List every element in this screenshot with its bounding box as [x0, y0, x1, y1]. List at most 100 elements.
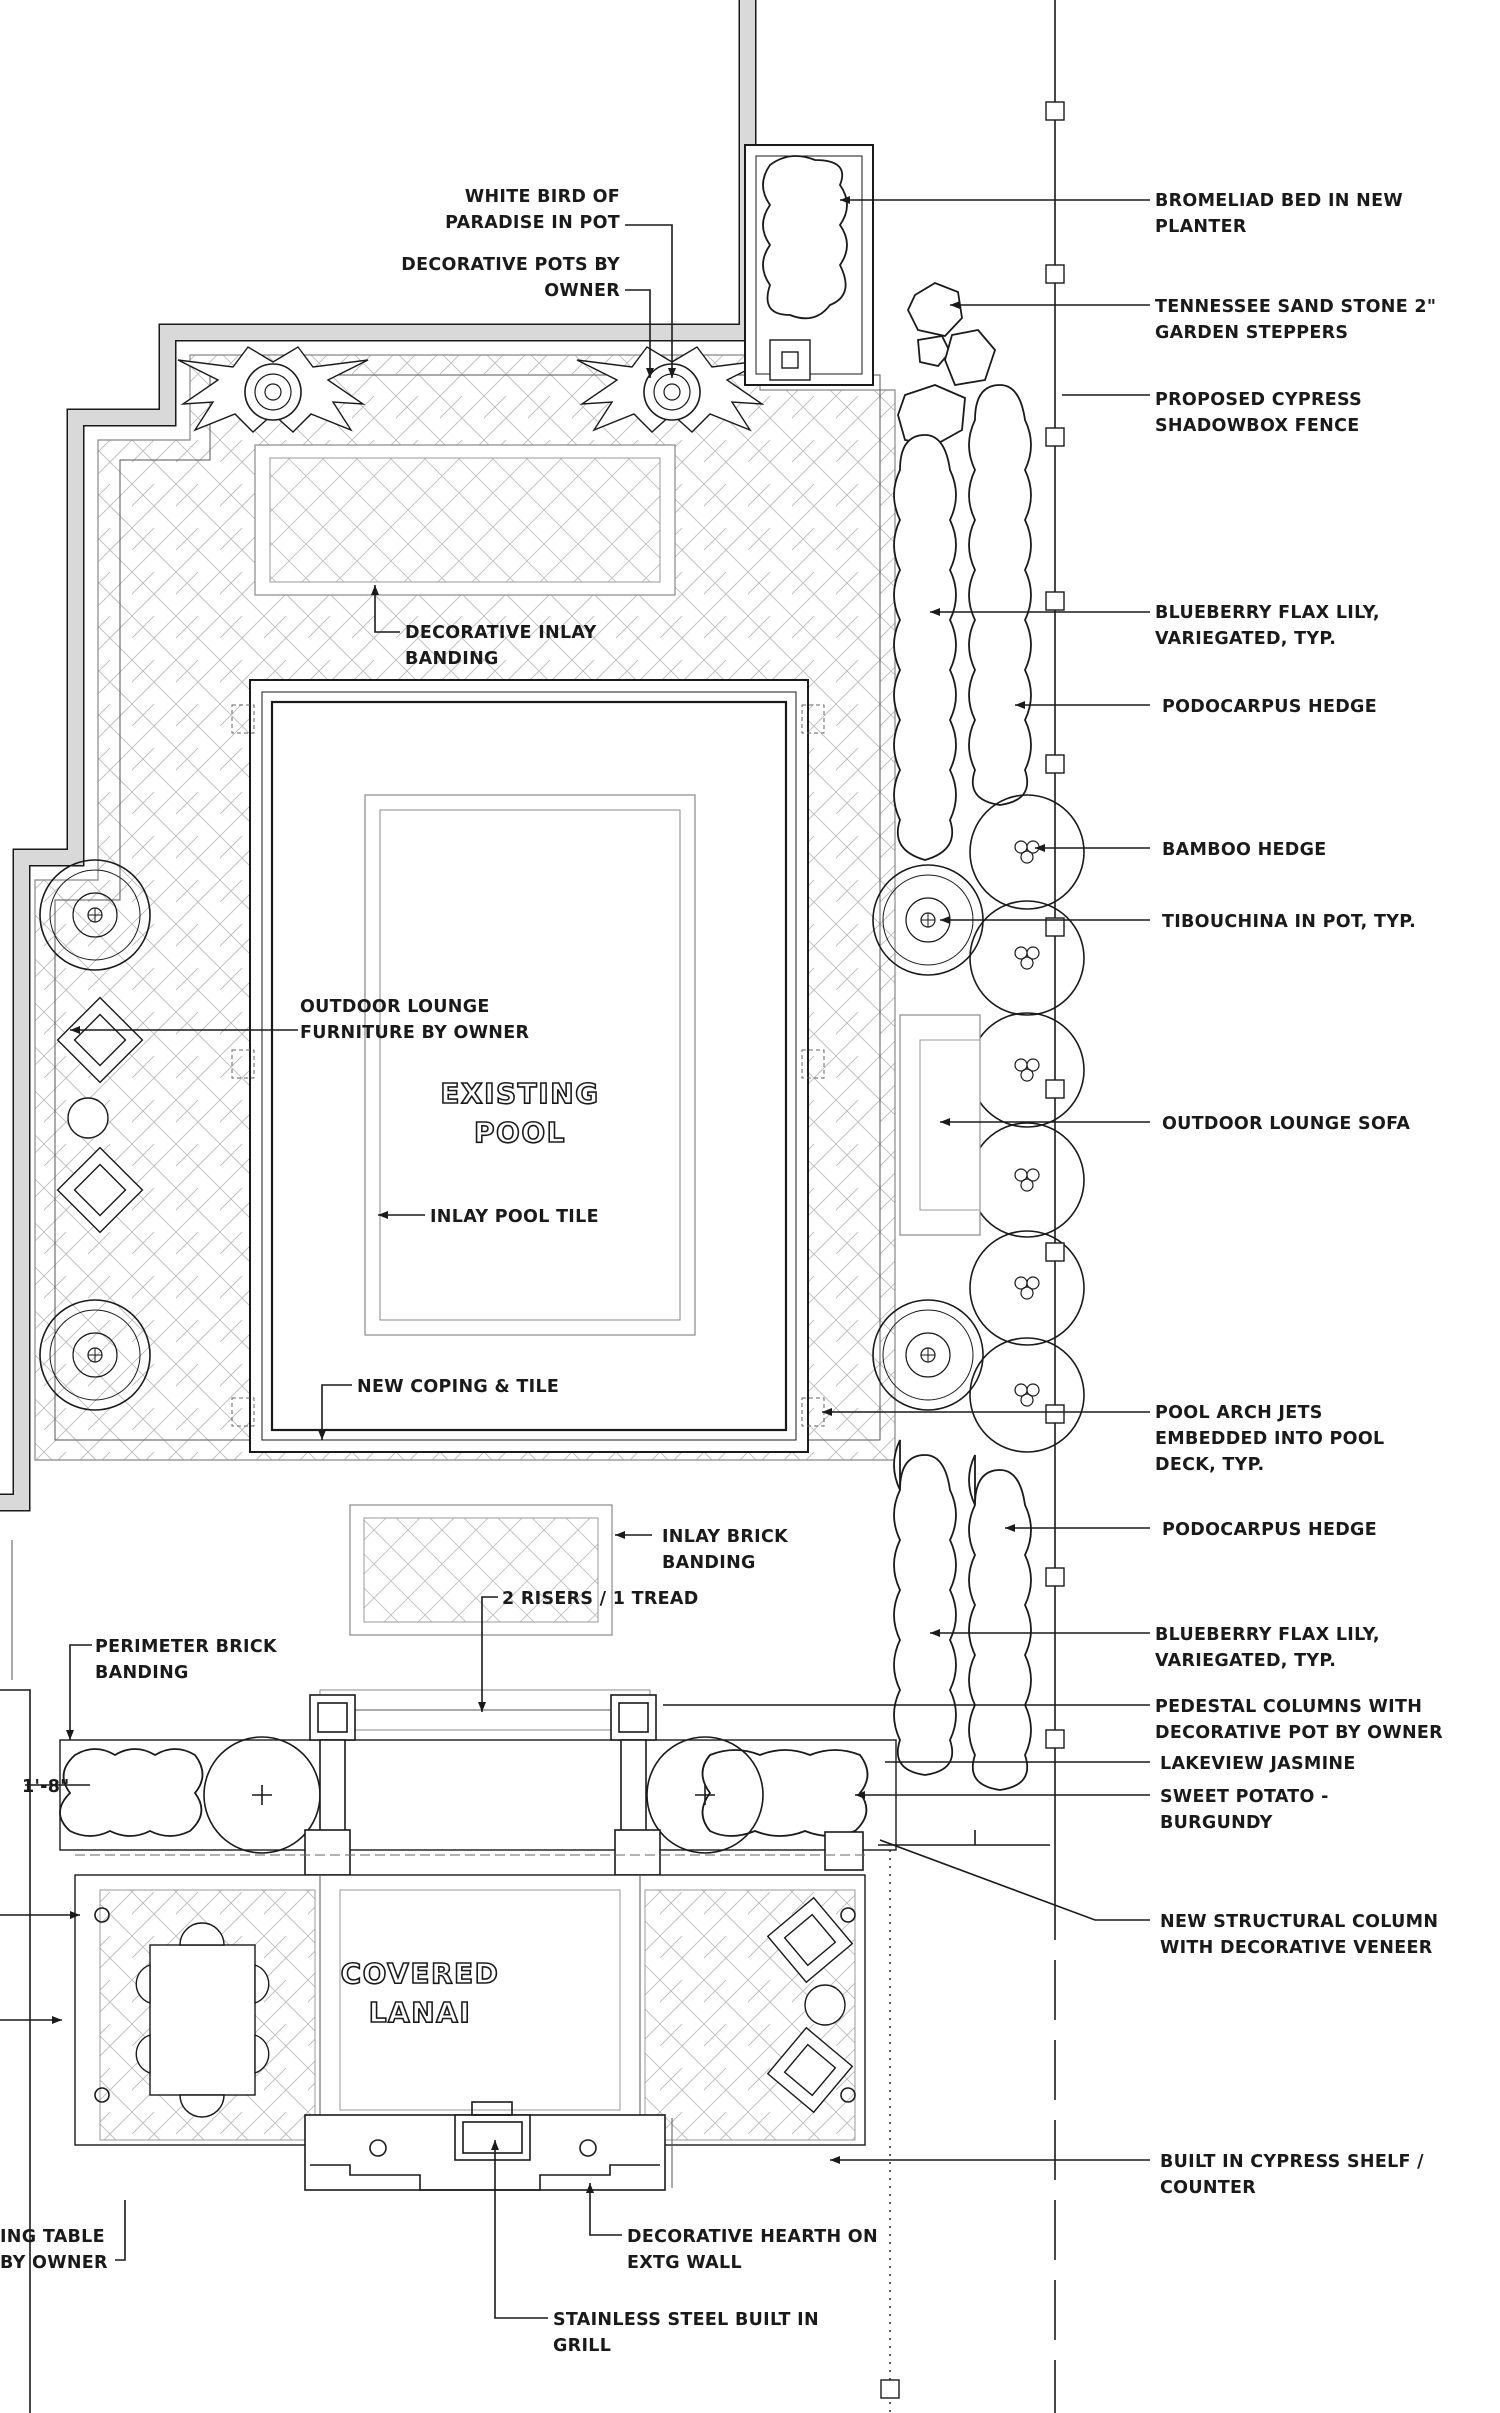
svg-text:DECK, TYP.: DECK, TYP. [1155, 1455, 1265, 1475]
label-inlay-tile: INLAY POOL TILE [430, 1207, 599, 1227]
svg-text:OUTDOOR LOUNGE: OUTDOOR LOUNGE [300, 997, 490, 1017]
svg-text:SWEET POTATO -: SWEET POTATO - [1160, 1787, 1329, 1807]
label-sweet-potato: SWEET POTATO - BURGUNDY [1160, 1787, 1329, 1833]
flax-lily-hedge-top [893, 434, 957, 861]
svg-text:WITH DECORATIVE VENEER: WITH DECORATIVE VENEER [1160, 1938, 1433, 1958]
pedestal-columns [304, 1694, 864, 1876]
svg-text:NEW COPING & TILE: NEW COPING & TILE [357, 1377, 559, 1397]
svg-text:EMBEDDED INTO POOL: EMBEDDED INTO POOL [1155, 1429, 1384, 1449]
label-lounge-furniture: OUTDOOR LOUNGE FURNITURE BY OWNER [300, 997, 529, 1043]
svg-text:LAKEVIEW JASMINE: LAKEVIEW JASMINE [1160, 1754, 1356, 1774]
label-risers: 2 RISERS / 1 TREAD [502, 1589, 699, 1609]
label-decorative-inlay: DECORATIVE INLAY BANDING [405, 623, 596, 669]
svg-text:INLAY POOL TILE: INLAY POOL TILE [430, 1207, 599, 1227]
svg-text:BAMBOO HEDGE: BAMBOO HEDGE [1162, 840, 1327, 860]
svg-text:POOL ARCH JETS: POOL ARCH JETS [1155, 1403, 1323, 1423]
label-jasmine: LAKEVIEW JASMINE [1160, 1754, 1356, 1774]
flax-lily-hedge-bottom [893, 1439, 957, 1776]
lounge-furniture [56, 996, 144, 1234]
svg-text:INLAY BRICK: INLAY BRICK [662, 1527, 789, 1547]
label-new-coping: NEW COPING & TILE [357, 1377, 559, 1397]
tibouchina-pots [39, 859, 984, 1411]
label-inlay-brick: INLAY BRICK BANDING [662, 1527, 789, 1573]
label-dimension: 1'-8" [22, 1777, 69, 1797]
podocarpus-hedge-bottom [968, 1454, 1032, 1791]
dining-table [135, 1922, 270, 2118]
svg-text:COVERED: COVERED [341, 1957, 500, 1990]
svg-text:PEDESTAL COLUMNS WITH: PEDESTAL COLUMNS WITH [1155, 1697, 1422, 1717]
cypress-shadowbox-fence [878, 0, 1065, 2413]
label-lounge-sofa: OUTDOOR LOUNGE SOFA [1162, 1114, 1410, 1134]
label-cypress-fence: PROPOSED CYPRESS SHADOWBOX FENCE [1155, 390, 1362, 436]
label-dining-table: ING TABLE BY OWNER [0, 2227, 108, 2273]
label-existing-pool: EXISTING POOL [440, 1076, 599, 1150]
building-wall [0, 0, 757, 2413]
svg-text:BROMELIAD BED IN NEW: BROMELIAD BED IN NEW [1155, 191, 1403, 211]
svg-text:FURNITURE BY OWNER: FURNITURE BY OWNER [300, 1023, 529, 1043]
svg-text:SHADOWBOX FENCE: SHADOWBOX FENCE [1155, 416, 1360, 436]
svg-text:BURGUNDY: BURGUNDY [1160, 1813, 1273, 1833]
svg-text:EXISTING: EXISTING [440, 1077, 599, 1110]
hearth-and-grill [304, 2101, 673, 2191]
svg-text:EXTG WALL: EXTG WALL [627, 2253, 742, 2273]
label-cypress-shelf: BUILT IN CYPRESS SHELF / COUNTER [1160, 2152, 1424, 2198]
label-structural-column: NEW STRUCTURAL COLUMN WITH DECORATIVE VE… [1160, 1912, 1438, 1958]
svg-text:PROPOSED CYPRESS: PROPOSED CYPRESS [1155, 390, 1362, 410]
svg-text:TIBOUCHINA IN POT, TYP.: TIBOUCHINA IN POT, TYP. [1162, 912, 1416, 932]
label-bird-of-paradise: WHITE BIRD OF PARADISE IN POT [445, 187, 620, 233]
label-arch-jets: POOL ARCH JETS EMBEDDED INTO POOL DECK, … [1155, 1403, 1384, 1475]
bromeliad-planter [744, 144, 874, 386]
label-podocarpus-top: PODOCARPUS HEDGE [1162, 697, 1377, 717]
svg-text:PERIMETER BRICK: PERIMETER BRICK [95, 1637, 278, 1657]
garden-steppers [897, 282, 997, 446]
label-podocarpus-bottom: PODOCARPUS HEDGE [1162, 1520, 1377, 1540]
svg-text:BY OWNER: BY OWNER [0, 2253, 108, 2273]
label-grill: STAINLESS STEEL BUILT IN GRILL [553, 2310, 819, 2356]
decorative-inlay-banding [254, 444, 676, 596]
bamboo-hedge [969, 794, 1085, 1453]
label-decorative-pots: DECORATIVE POTS BY OWNER [401, 255, 620, 301]
existing-pool [231, 679, 825, 1453]
svg-text:LANAI: LANAI [369, 1996, 472, 2029]
svg-text:WHITE BIRD OF: WHITE BIRD OF [465, 187, 620, 207]
podocarpus-hedge-top [968, 384, 1032, 806]
label-covered-lanai: COVERED LANAI [340, 1956, 500, 2030]
svg-text:GARDEN STEPPERS: GARDEN STEPPERS [1155, 323, 1348, 343]
label-pedestal-columns: PEDESTAL COLUMNS WITH DECORATIVE POT BY … [1155, 1697, 1443, 1743]
svg-text:2 RISERS / 1 TREAD: 2 RISERS / 1 TREAD [502, 1589, 699, 1609]
svg-text:COUNTER: COUNTER [1160, 2178, 1256, 2198]
lanai-planting-strip [59, 1736, 897, 1854]
label-perimeter-brick: PERIMETER BRICK BANDING [95, 1637, 278, 1683]
svg-text:PARADISE IN POT: PARADISE IN POT [445, 213, 620, 233]
label-bamboo: BAMBOO HEDGE [1162, 840, 1327, 860]
label-tibouchina: TIBOUCHINA IN POT, TYP. [1162, 912, 1416, 932]
label-flax-lily-bottom: BLUEBERRY FLAX LILY, VARIEGATED, TYP. [1155, 1625, 1380, 1671]
label-hearth: DECORATIVE HEARTH ON EXTG WALL [627, 2227, 878, 2273]
svg-text:BANDING: BANDING [405, 649, 499, 669]
svg-text:VARIEGATED, TYP.: VARIEGATED, TYP. [1155, 1651, 1336, 1671]
lanai-chairs [766, 1896, 854, 2114]
bird-of-paradise-pots [177, 346, 768, 433]
svg-text:BUILT IN CYPRESS SHELF /: BUILT IN CYPRESS SHELF / [1160, 2152, 1424, 2172]
leader-arrowheads [52, 196, 1045, 2193]
label-bromeliad: BROMELIAD BED IN NEW PLANTER [1155, 191, 1403, 237]
svg-text:STAINLESS STEEL BUILT IN: STAINLESS STEEL BUILT IN [553, 2310, 819, 2330]
svg-text:ING TABLE: ING TABLE [0, 2227, 105, 2247]
svg-text:BANDING: BANDING [662, 1553, 756, 1573]
label-flax-lily-top: BLUEBERRY FLAX LILY, VARIEGATED, TYP. [1155, 603, 1380, 649]
outdoor-lounge-sofa [899, 1014, 981, 1236]
svg-text:NEW STRUCTURAL COLUMN: NEW STRUCTURAL COLUMN [1160, 1912, 1438, 1932]
svg-text:BLUEBERRY FLAX LILY,: BLUEBERRY FLAX LILY, [1155, 1625, 1380, 1645]
svg-text:BLUEBERRY FLAX LILY,: BLUEBERRY FLAX LILY, [1155, 603, 1380, 623]
leader-lines [0, 199, 1150, 2319]
svg-text:VARIEGATED, TYP.: VARIEGATED, TYP. [1155, 629, 1336, 649]
svg-text:DECORATIVE POTS BY: DECORATIVE POTS BY [401, 255, 620, 275]
svg-text:TENNESSEE SAND STONE 2": TENNESSEE SAND STONE 2" [1155, 297, 1436, 317]
svg-text:PODOCARPUS HEDGE: PODOCARPUS HEDGE [1162, 1520, 1377, 1540]
svg-text:PODOCARPUS HEDGE: PODOCARPUS HEDGE [1162, 697, 1377, 717]
svg-text:PLANTER: PLANTER [1155, 217, 1247, 237]
svg-text:DECORATIVE POT BY OWNER: DECORATIVE POT BY OWNER [1155, 1723, 1443, 1743]
label-tennessee: TENNESSEE SAND STONE 2" GARDEN STEPPERS [1155, 297, 1436, 343]
svg-text:POOL: POOL [474, 1116, 566, 1149]
